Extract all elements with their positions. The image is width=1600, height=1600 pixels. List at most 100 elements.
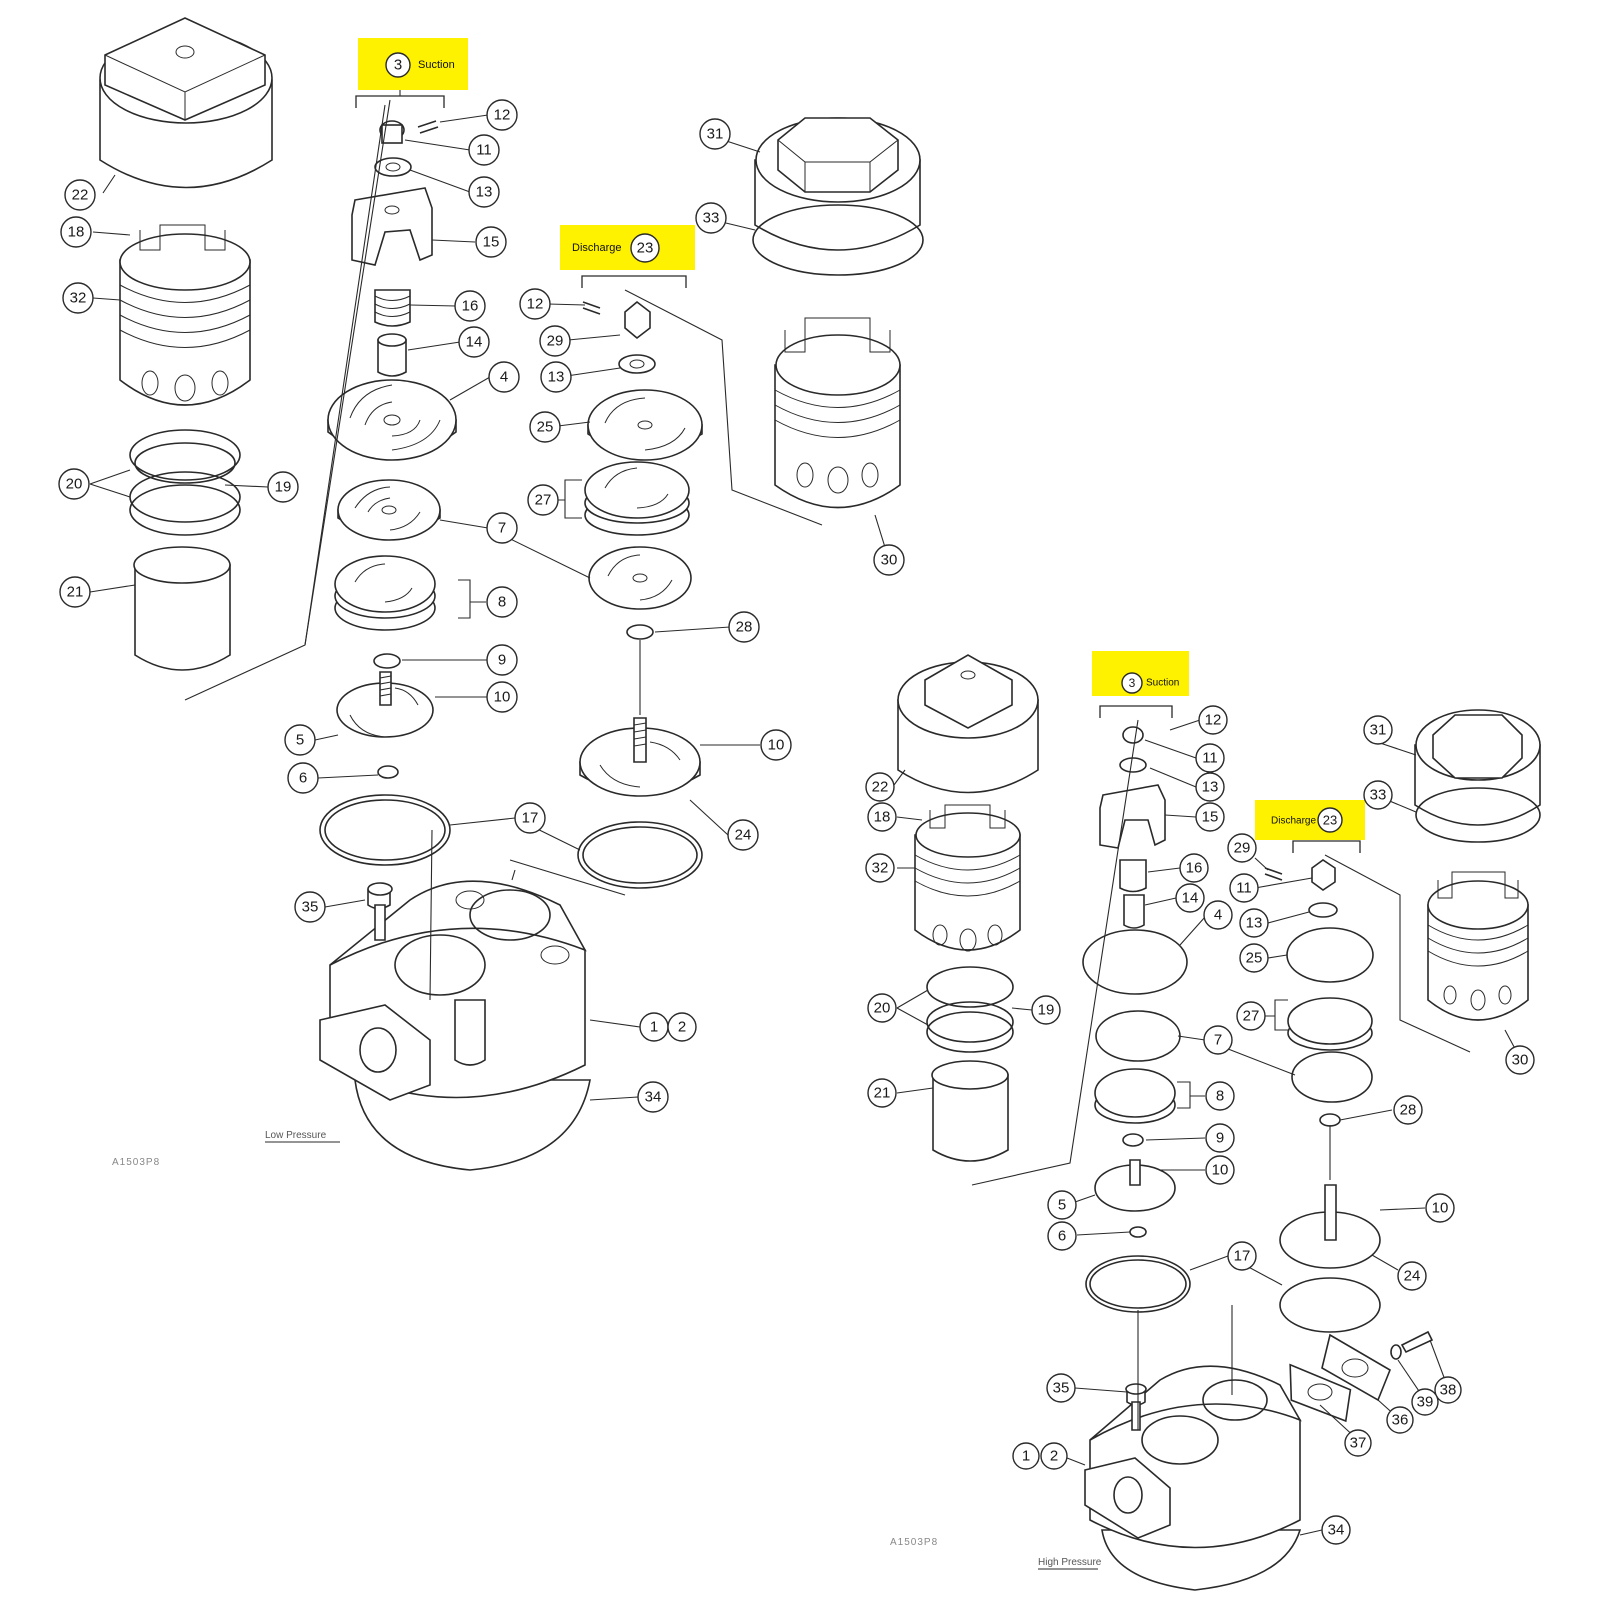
svg-text:20: 20 [66, 476, 83, 493]
callout: 20 [58, 468, 90, 500]
callout: 12 [519, 288, 551, 320]
svg-text:16: 16 [462, 298, 479, 315]
svg-text:27: 27 [535, 492, 552, 509]
seal-rings [129, 429, 241, 536]
callout: 27 [1236, 1001, 1266, 1031]
callout: 11 [1229, 873, 1259, 903]
callout: 24 [727, 819, 759, 851]
callout: 20 [867, 993, 897, 1023]
svg-text:18: 18 [68, 224, 85, 241]
svg-text:1: 1 [1022, 1448, 1030, 1465]
discharge-valve-stack [577, 300, 703, 889]
svg-text:15: 15 [1202, 809, 1219, 826]
figure-code-right: A1503P8 [890, 1537, 938, 1548]
svg-text:13: 13 [476, 184, 493, 201]
svg-text:12: 12 [527, 296, 544, 313]
svg-text:Suction: Suction [418, 59, 455, 71]
callout: 15 [1195, 802, 1225, 832]
callout: 1 [639, 1012, 669, 1042]
callout: 29 [539, 325, 571, 357]
callout: 33 [1363, 780, 1393, 810]
svg-text:20: 20 [874, 1000, 891, 1017]
svg-text:17: 17 [522, 810, 539, 827]
svg-text:10: 10 [494, 689, 511, 706]
callout: 18 [60, 216, 92, 248]
high-pressure-assembly: 3 Suction Discharge 23 [865, 651, 1541, 1591]
svg-text:21: 21 [67, 584, 84, 601]
callout: 38 [1434, 1376, 1462, 1404]
svg-text:18: 18 [874, 809, 891, 826]
svg-text:31: 31 [707, 126, 724, 143]
suction-valve-stack [319, 120, 457, 866]
svg-text:25: 25 [537, 419, 554, 436]
svg-text:7: 7 [498, 520, 506, 537]
svg-text:21: 21 [874, 1085, 891, 1102]
svg-text:25: 25 [1246, 950, 1263, 967]
svg-text:22: 22 [872, 779, 889, 796]
callout: 13 [540, 361, 572, 393]
svg-text:9: 9 [498, 652, 506, 669]
svg-text:32: 32 [872, 860, 889, 877]
valve-cage [119, 224, 251, 406]
svg-text:8: 8 [1216, 1088, 1224, 1105]
callout: 17 [1227, 1241, 1257, 1271]
callout: 10 [1205, 1155, 1235, 1185]
callout: 32 [865, 853, 895, 883]
discharge-group-label: Discharge 23 [560, 225, 695, 288]
callout: 7 [486, 512, 518, 544]
callout: 8 [486, 586, 518, 618]
svg-text:1: 1 [650, 1019, 658, 1036]
callout: 30 [1505, 1045, 1535, 1075]
svg-text:29: 29 [547, 333, 564, 350]
svg-text:27: 27 [1243, 1008, 1260, 1025]
svg-text:2: 2 [678, 1019, 686, 1036]
callout: 19 [267, 471, 299, 503]
callout: 1 [1012, 1442, 1040, 1470]
svg-text:16: 16 [1186, 860, 1203, 877]
callout: 22 [64, 179, 96, 211]
suction-group-label: 3 Suction [355, 38, 468, 108]
svg-text:7: 7 [1214, 1032, 1222, 1049]
svg-text:13: 13 [1202, 779, 1219, 796]
svg-text:31: 31 [1370, 722, 1387, 739]
svg-text:15: 15 [483, 234, 500, 251]
svg-text:38: 38 [1440, 1382, 1457, 1399]
callout: 14 [1175, 883, 1205, 913]
callouts-right: 22 18 32 20 19 21 12 11 13 15 16 14 4 7 … [865, 705, 1535, 1545]
callout: 25 [1239, 943, 1269, 973]
svg-text:6: 6 [299, 770, 307, 787]
svg-text:12: 12 [494, 107, 511, 124]
callout: 7 [1203, 1025, 1233, 1055]
svg-text:33: 33 [1370, 787, 1387, 804]
callout: 21 [59, 576, 91, 608]
callouts-left: 22 18 32 20 19 21 12 11 13 15 16 14 4 7 … [58, 99, 905, 1113]
svg-text:10: 10 [1212, 1162, 1229, 1179]
callout: 16 [454, 290, 486, 322]
callout: 5 [1047, 1190, 1077, 1220]
callout: 34 [1321, 1515, 1351, 1545]
callout: 28 [728, 611, 760, 643]
callout: 36 [1386, 1406, 1414, 1434]
svg-text:4: 4 [500, 369, 508, 386]
callout: 30 [873, 544, 905, 576]
callout: 9 [1205, 1123, 1235, 1153]
callout: 10 [760, 729, 792, 761]
callout: 17 [514, 802, 546, 834]
svg-text:10: 10 [768, 737, 785, 754]
svg-text:5: 5 [1058, 1197, 1066, 1214]
svg-text:35: 35 [302, 899, 319, 916]
callout: 12 [486, 99, 518, 131]
assembly-lines-left [184, 99, 823, 1001]
svg-text:39: 39 [1417, 1394, 1434, 1411]
callout: 4 [1203, 900, 1233, 930]
callout: 28 [1393, 1095, 1423, 1125]
liner [133, 546, 231, 671]
svg-text:4: 4 [1214, 907, 1222, 924]
low-pressure-assembly: 3 Suction Discharge 23 [58, 17, 924, 1171]
callout: 18 [867, 802, 897, 832]
discharge-cap-and-cage [752, 117, 924, 509]
callout: 9 [486, 644, 518, 676]
svg-text:17: 17 [1234, 1248, 1251, 1265]
callout: 25 [529, 411, 561, 443]
callout: 13 [1195, 772, 1225, 802]
